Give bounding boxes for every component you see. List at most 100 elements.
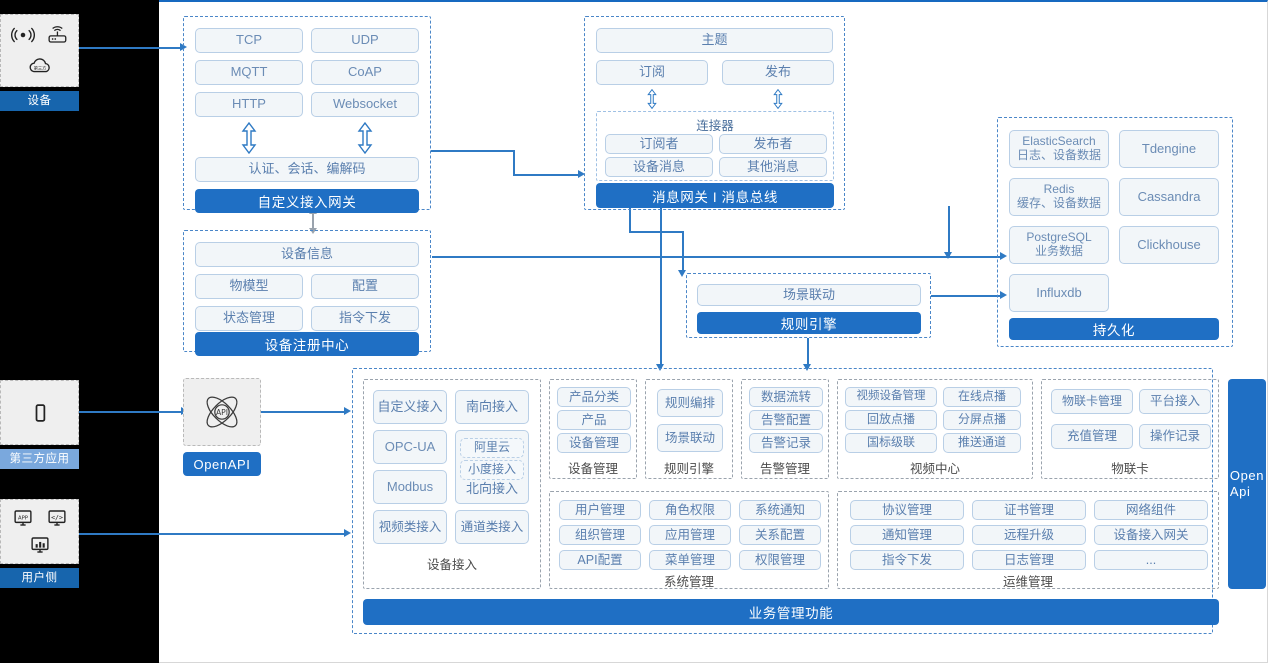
- message-publish[interactable]: 发布: [722, 60, 834, 85]
- access-custom[interactable]: 自定义接入: [373, 390, 447, 424]
- access-video[interactable]: 视频类接入: [373, 510, 447, 544]
- access-channel[interactable]: 通道类接入: [455, 510, 529, 544]
- dm-product[interactable]: 产品: [557, 410, 631, 430]
- vc-playback[interactable]: 回放点播: [845, 410, 937, 430]
- vc-gb-cascade[interactable]: 国标级联: [845, 433, 937, 453]
- vc-split-screen[interactable]: 分屏点播: [943, 410, 1021, 430]
- store-redis[interactable]: Redis 缓存、设备数据: [1009, 178, 1109, 216]
- protocol-http[interactable]: HTTP: [195, 92, 303, 117]
- actor-third-party-icons: [0, 380, 79, 445]
- zone-persistence: ElasticSearch 日志、设备数据 Tdengine Redis 缓存、…: [997, 117, 1233, 347]
- store-elasticsearch[interactable]: ElasticSearch 日志、设备数据: [1009, 130, 1109, 168]
- connector-device-msg[interactable]: 设备消息: [605, 157, 713, 177]
- rule-engine-bar[interactable]: 规则引擎: [697, 312, 921, 334]
- left-actor-rail: 第三方 设备 第三方应用 APP </>: [0, 0, 159, 663]
- vc-video-device-mgmt[interactable]: 视频设备管理: [845, 387, 937, 407]
- line-persistence-business: [948, 206, 950, 256]
- registry-thing-model[interactable]: 物模型: [195, 274, 303, 299]
- sm-menu-mgmt[interactable]: 菜单管理: [649, 550, 731, 570]
- store-cassandra[interactable]: Cassandra: [1119, 178, 1219, 216]
- access-modbus[interactable]: Modbus: [373, 470, 447, 504]
- registry-device-info[interactable]: 设备信息: [195, 242, 419, 267]
- vc-online-play[interactable]: 在线点播: [943, 387, 1021, 407]
- arrow-rule-to-business: [803, 364, 811, 371]
- line-msg-rule-a: [629, 206, 631, 232]
- registry-command[interactable]: 指令下发: [311, 306, 419, 331]
- message-subscribe[interactable]: 订阅: [596, 60, 708, 85]
- am-alarm-record[interactable]: 告警记录: [749, 433, 823, 453]
- om-command-issue[interactable]: 指令下发: [850, 550, 964, 570]
- ic-recharge-mgmt[interactable]: 充值管理: [1051, 424, 1133, 449]
- am-alarm-config[interactable]: 告警配置: [749, 410, 823, 430]
- om-network-comp[interactable]: 网络组件: [1094, 500, 1208, 520]
- actor-user-side: APP </> 用户侧: [0, 499, 79, 588]
- store-tdengine[interactable]: Tdengine: [1119, 130, 1219, 168]
- sm-perm-mgmt[interactable]: 权限管理: [739, 550, 821, 570]
- group-system-management: 用户管理 角色权限 系统通知 组织管理 应用管理 关系配置 API配置 菜单管理…: [549, 491, 829, 589]
- actor-device-icons: 第三方: [0, 14, 79, 87]
- protocol-mqtt[interactable]: MQTT: [195, 60, 303, 85]
- vc-push-channel[interactable]: 推送通道: [943, 433, 1021, 453]
- re-scene-linkage[interactable]: 场景联动: [657, 424, 723, 452]
- business-bar[interactable]: 业务管理功能: [363, 599, 1219, 625]
- store-postgresql[interactable]: PostgreSQL 业务数据: [1009, 226, 1109, 264]
- store-influxdb[interactable]: Influxdb: [1009, 274, 1109, 312]
- gateway-middle[interactable]: 认证、会话、编解码: [195, 157, 419, 182]
- dm-device-manage[interactable]: 设备管理: [557, 433, 631, 453]
- sm-org-mgmt[interactable]: 组织管理: [559, 525, 641, 545]
- openapi-label-bar[interactable]: OpenAPI: [183, 452, 261, 476]
- store-clickhouse[interactable]: Clickhouse: [1119, 226, 1219, 264]
- message-bus-bar[interactable]: 消息网关 I 消息总线: [596, 183, 834, 208]
- ic-platform-access[interactable]: 平台接入: [1139, 389, 1211, 414]
- chart-window-icon: [30, 537, 49, 553]
- dm-product-category[interactable]: 产品分类: [557, 387, 631, 407]
- om-more[interactable]: ...: [1094, 550, 1208, 570]
- line-rule-to-business: [807, 338, 809, 368]
- am-data-flow[interactable]: 数据流转: [749, 387, 823, 407]
- line-registry-to-persistence: [432, 256, 1002, 258]
- group-ops-management-title: 运维管理: [1002, 575, 1053, 589]
- group-video-center-title: 视频中心: [909, 462, 960, 476]
- connector-subscriber[interactable]: 订阅者: [605, 134, 713, 154]
- protocol-websocket[interactable]: Websocket: [311, 92, 419, 117]
- arrow-openapi-to-business: [344, 406, 351, 415]
- gateway-bar[interactable]: 自定义接入网关: [195, 189, 419, 213]
- access-aliyun[interactable]: 阿里云: [460, 437, 524, 458]
- sm-sys-notify[interactable]: 系统通知: [739, 500, 821, 520]
- app-window-icon: APP: [13, 510, 32, 526]
- sm-role-perm[interactable]: 角色权限: [649, 500, 731, 520]
- re-rule-orchestration[interactable]: 规则编排: [657, 389, 723, 417]
- message-topic[interactable]: 主题: [596, 28, 833, 53]
- om-remote-upgrade[interactable]: 远程升级: [972, 525, 1086, 545]
- open-api-side-bar[interactable]: Open Api: [1228, 379, 1266, 589]
- access-southbound[interactable]: 南向接入: [455, 390, 529, 424]
- sm-user-mgmt[interactable]: 用户管理: [559, 500, 641, 520]
- registry-bar[interactable]: 设备注册中心: [195, 332, 419, 356]
- router-icon: [47, 26, 66, 43]
- om-device-gateway[interactable]: 设备接入网关: [1094, 525, 1208, 545]
- protocol-udp[interactable]: UDP: [311, 28, 419, 53]
- rule-scene-linkage[interactable]: 场景联动: [697, 284, 921, 306]
- openapi-icon-box: API: [183, 378, 261, 446]
- group-iot-card: 物联卡管理 平台接入 充值管理 操作记录 物联卡: [1041, 379, 1219, 479]
- sm-app-mgmt[interactable]: 应用管理: [649, 525, 731, 545]
- protocol-tcp[interactable]: TCP: [195, 28, 303, 53]
- arrow-msg-to-rule: [678, 270, 686, 277]
- om-protocol-mgmt[interactable]: 协议管理: [850, 500, 964, 520]
- om-notify-mgmt[interactable]: 通知管理: [850, 525, 964, 545]
- protocol-coap[interactable]: CoAP: [311, 60, 419, 85]
- connector-publisher[interactable]: 发布者: [719, 134, 827, 154]
- registry-state-mgmt[interactable]: 状态管理: [195, 306, 303, 331]
- connector-other-msg[interactable]: 其他消息: [719, 157, 827, 177]
- ic-card-management[interactable]: 物联卡管理: [1051, 389, 1133, 414]
- sm-api-config[interactable]: API配置: [559, 550, 641, 570]
- access-xiaodu[interactable]: 小度接入: [460, 459, 524, 480]
- access-opcua[interactable]: OPC-UA: [373, 430, 447, 464]
- ic-operation-log[interactable]: 操作记录: [1139, 424, 1211, 449]
- registry-config[interactable]: 配置: [311, 274, 419, 299]
- om-log-mgmt[interactable]: 日志管理: [972, 550, 1086, 570]
- persistence-bar[interactable]: 持久化: [1009, 318, 1219, 340]
- sm-relation-cfg[interactable]: 关系配置: [739, 525, 821, 545]
- om-cert-mgmt[interactable]: 证书管理: [972, 500, 1086, 520]
